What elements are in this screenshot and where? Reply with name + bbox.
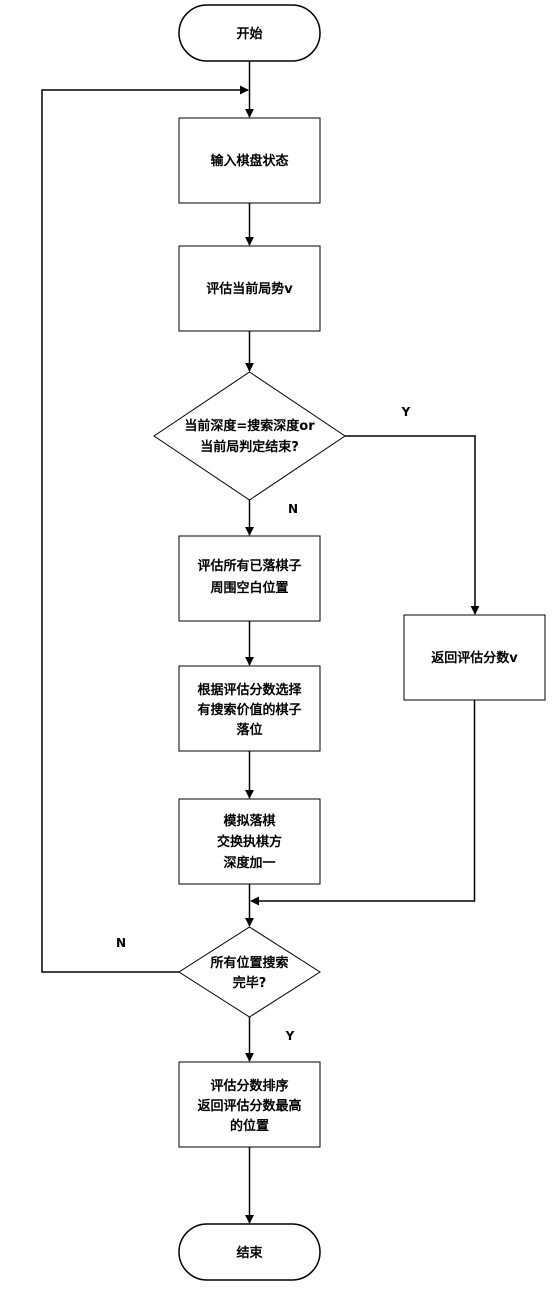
decision2-line1: 所有位置搜索 [210,955,288,971]
evaluate-positions-line1: 评估所有已落棋子 [197,558,301,574]
decision2-no-label: N [116,936,126,950]
simulate-move-line2: 交换执棋方 [217,834,282,850]
select-positions-line1: 根据评估分数选择 [197,682,302,698]
return-score-label: 返回评估分数v [431,650,518,666]
select-positions-line2: 有搜索价值的棋子 [197,702,301,718]
decision2-yes-label: Y [285,1029,295,1043]
sort-scores-line3: 的位置 [230,1118,269,1134]
input-state-label: 输入棋盘状态 [210,153,288,169]
sort-scores-line2: 返回评估分数最高 [197,1098,301,1114]
evaluate-current-label: 评估当前局势v [206,281,293,297]
simulate-move-line1: 模拟落棋 [223,813,275,829]
sort-scores-line1: 评估分数排序 [210,1078,288,1094]
decision-depth-or-end [153,371,346,501]
connector-decision2-no-loop [41,85,249,973]
end-label: 结束 [236,1245,263,1261]
process-return-score [403,614,546,701]
evaluate-positions-line2: 周围空白位置 [210,580,288,596]
select-positions-line3: 落位 [236,722,262,738]
decision1-line1: 当前深度=搜索深度or [184,418,315,434]
decision1-yes-label: Y [401,405,411,419]
process-simulate-move [178,798,321,885]
connector-decision1-yes [345,435,480,615]
start-label: 开始 [236,26,262,42]
decision-all-searched [178,926,321,1018]
process-evaluate-positions [178,535,321,622]
decision1-line2: 当前局判定结束? [200,439,299,455]
simulate-move-line3: 深度加一 [223,855,275,871]
connector-return-merge [250,700,476,906]
decision2-line2: 完毕? [233,975,267,991]
decision1-no-label: N [288,502,298,516]
end-terminator [178,1223,321,1281]
process-input-state [178,117,321,204]
